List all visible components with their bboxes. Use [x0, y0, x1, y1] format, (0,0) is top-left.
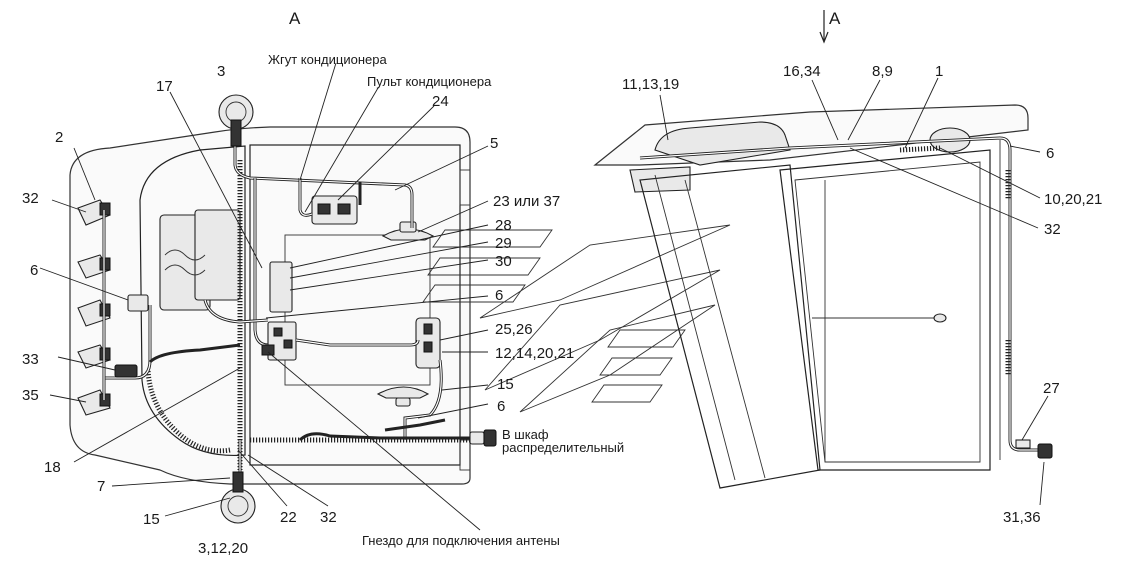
right-edge-strip-2: [459, 439, 471, 471]
view-labels: А А: [289, 9, 841, 28]
callout-6-low: 6: [497, 398, 505, 415]
beacon-bottom: [220, 471, 256, 524]
work-lights-left: [77, 199, 149, 416]
callout-30: 30: [495, 253, 512, 270]
caption-ac-harness: Жгут кондиционера: [268, 52, 387, 67]
cab-door-inner: [794, 161, 981, 463]
callout-2: 2: [55, 129, 63, 146]
callout-10-20-21: 10,20,21: [1044, 191, 1102, 208]
roof-air-duct: [629, 166, 691, 193]
caption-to-cabinet-2: распределительный: [502, 440, 624, 455]
light-1: [77, 199, 111, 226]
callout-27: 27: [1043, 380, 1060, 397]
antenna-socket: [261, 344, 275, 356]
callout-15-mid: 15: [497, 376, 514, 393]
callout-23-37: 23 или 37: [493, 193, 560, 210]
callout-22: 22: [280, 509, 297, 526]
callout-3-12-20: 3,12,20: [198, 540, 248, 557]
captions: Жгут кондиционера Пульт кондиционера В ш…: [268, 52, 624, 548]
beacon-top: [218, 94, 254, 147]
ac-control-panel: [311, 195, 358, 225]
right-edge-strip: [459, 169, 471, 206]
callout-6-left: 6: [30, 262, 38, 279]
callout-8-9: 8,9: [872, 63, 893, 80]
fuse-6: [127, 294, 149, 312]
callout-3-top: 3: [217, 63, 225, 80]
callout-33: 33: [22, 351, 39, 368]
caption-antenna-socket: Гнездо для подключения антены: [362, 533, 560, 548]
callout-6-mid: 6: [495, 287, 503, 304]
speaker-lower: [376, 386, 430, 407]
roof-hatch-frame: [249, 144, 461, 466]
callout-32-bottom: 32: [320, 509, 337, 526]
cab-side-view: [593, 104, 1053, 489]
harness-bottom: [145, 369, 231, 454]
callout-12-14-20-21: 12,14,20,21: [495, 345, 574, 362]
callout-7: 7: [97, 478, 105, 495]
caption-to-cabinet-1: В шкаф: [502, 427, 549, 442]
ac-unit: [159, 209, 241, 311]
door-handle: [933, 313, 947, 323]
cabinet-connector: [469, 429, 497, 447]
projection-guides: [422, 224, 731, 413]
speaker-upper: [381, 221, 435, 241]
cab-front-frame: [639, 164, 821, 489]
callout-35: 35: [22, 387, 39, 404]
cab-door: [779, 149, 991, 471]
side-lamp-module: [415, 317, 441, 369]
cab-top-view: [69, 94, 497, 524]
junction-block: [267, 261, 297, 361]
callout-32-left: 32: [22, 190, 39, 207]
callout-1: 1: [935, 63, 943, 80]
callout-15-bottom: 15: [143, 511, 160, 528]
callout-29: 29: [495, 235, 512, 252]
connector-31-36: [1015, 439, 1053, 459]
callout-32-right: 32: [1044, 221, 1061, 238]
callout-31-36: 31,36: [1003, 509, 1041, 526]
callout-11-13-19: 11,13,19: [622, 76, 679, 93]
view-label-left: А: [289, 9, 301, 28]
harness-lines: [105, 120, 478, 500]
callout-24: 24: [432, 93, 449, 110]
relay-33: [114, 364, 138, 378]
callout-28: 28: [495, 217, 512, 234]
callout-5: 5: [490, 135, 498, 152]
callout-17: 17: [156, 78, 173, 95]
left-callouts: 3 17 24 5 2 32 23 или 37 28 29 30 6 6 25…: [22, 63, 574, 557]
leader-lines: [39, 10, 1049, 531]
caption-ac-panel: Пульт кондиционера: [367, 74, 492, 89]
roof-inner-panel: [139, 145, 246, 457]
view-label-right: А: [829, 9, 841, 28]
callout-18: 18: [44, 459, 61, 476]
callout-16-34: 16,34: [783, 63, 821, 80]
callout-25-26: 25,26: [495, 321, 533, 338]
right-callouts: 11,13,19 16,34 8,9 1 6 10,20,21 32 27 31…: [622, 63, 1102, 526]
callout-6-right: 6: [1046, 145, 1054, 162]
